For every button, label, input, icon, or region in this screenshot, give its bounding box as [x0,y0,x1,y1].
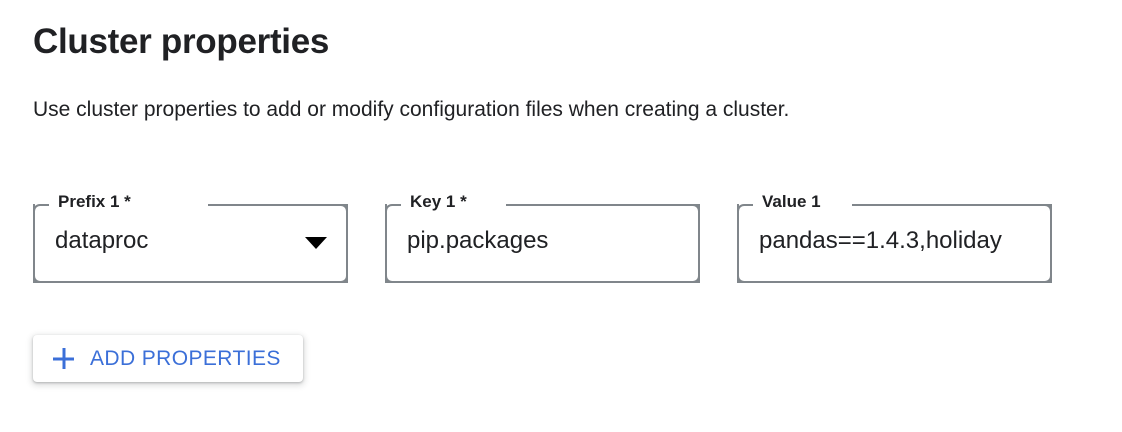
value-1-field[interactable]: Value 1 pandas==1.4.3,holiday [737,192,1052,283]
chevron-down-icon[interactable] [305,237,327,249]
key-1-field[interactable]: Key 1 * pip.packages [385,192,700,283]
outline-corner-top-right [684,204,700,220]
key-1-label: Key 1 * [406,192,471,212]
outline-right [346,204,348,283]
outline-right [698,204,700,283]
outline-corner-top-right [332,204,348,220]
outline-corner-bottom-left [385,267,401,283]
outline-bottom [385,281,700,283]
outline-left [33,204,35,283]
outline-top-trailing [506,204,700,206]
outline-corner-top-left [737,204,753,220]
key-1-value[interactable]: pip.packages [407,227,549,254]
value-1-label: Value 1 [758,192,825,212]
outline-bottom [33,281,348,283]
add-properties-button[interactable]: ADD PROPERTIES [33,335,303,382]
outline-right [1050,204,1052,283]
outline-corner-top-left [33,204,49,220]
plus-icon [53,348,74,369]
prefix-1-field[interactable]: Prefix 1 * dataproc [33,192,348,283]
outline-corner-bottom-right [1036,267,1052,283]
properties-field-row: Prefix 1 * dataproc Key 1 * pip.packages [33,192,1093,284]
outline-corner-bottom-left [33,267,49,283]
outline-corner-bottom-right [684,267,700,283]
outline-corner-top-right [1036,204,1052,220]
outline-corner-top-left [385,204,401,220]
add-properties-label: ADD PROPERTIES [90,346,281,370]
value-1-value[interactable]: pandas==1.4.3,holiday [759,227,1002,254]
page-title: Cluster properties [33,22,330,61]
prefix-1-value[interactable]: dataproc [55,227,149,254]
prefix-1-label: Prefix 1 * [54,192,135,212]
outline-left [737,204,739,283]
page-description: Use cluster properties to add or modify … [33,98,790,121]
outline-left [385,204,387,283]
outline-top-trailing [208,204,348,206]
outline-bottom [737,281,1052,283]
outline-top-trailing [852,204,1052,206]
outline-corner-bottom-right [332,267,348,283]
outline-corner-bottom-left [737,267,753,283]
